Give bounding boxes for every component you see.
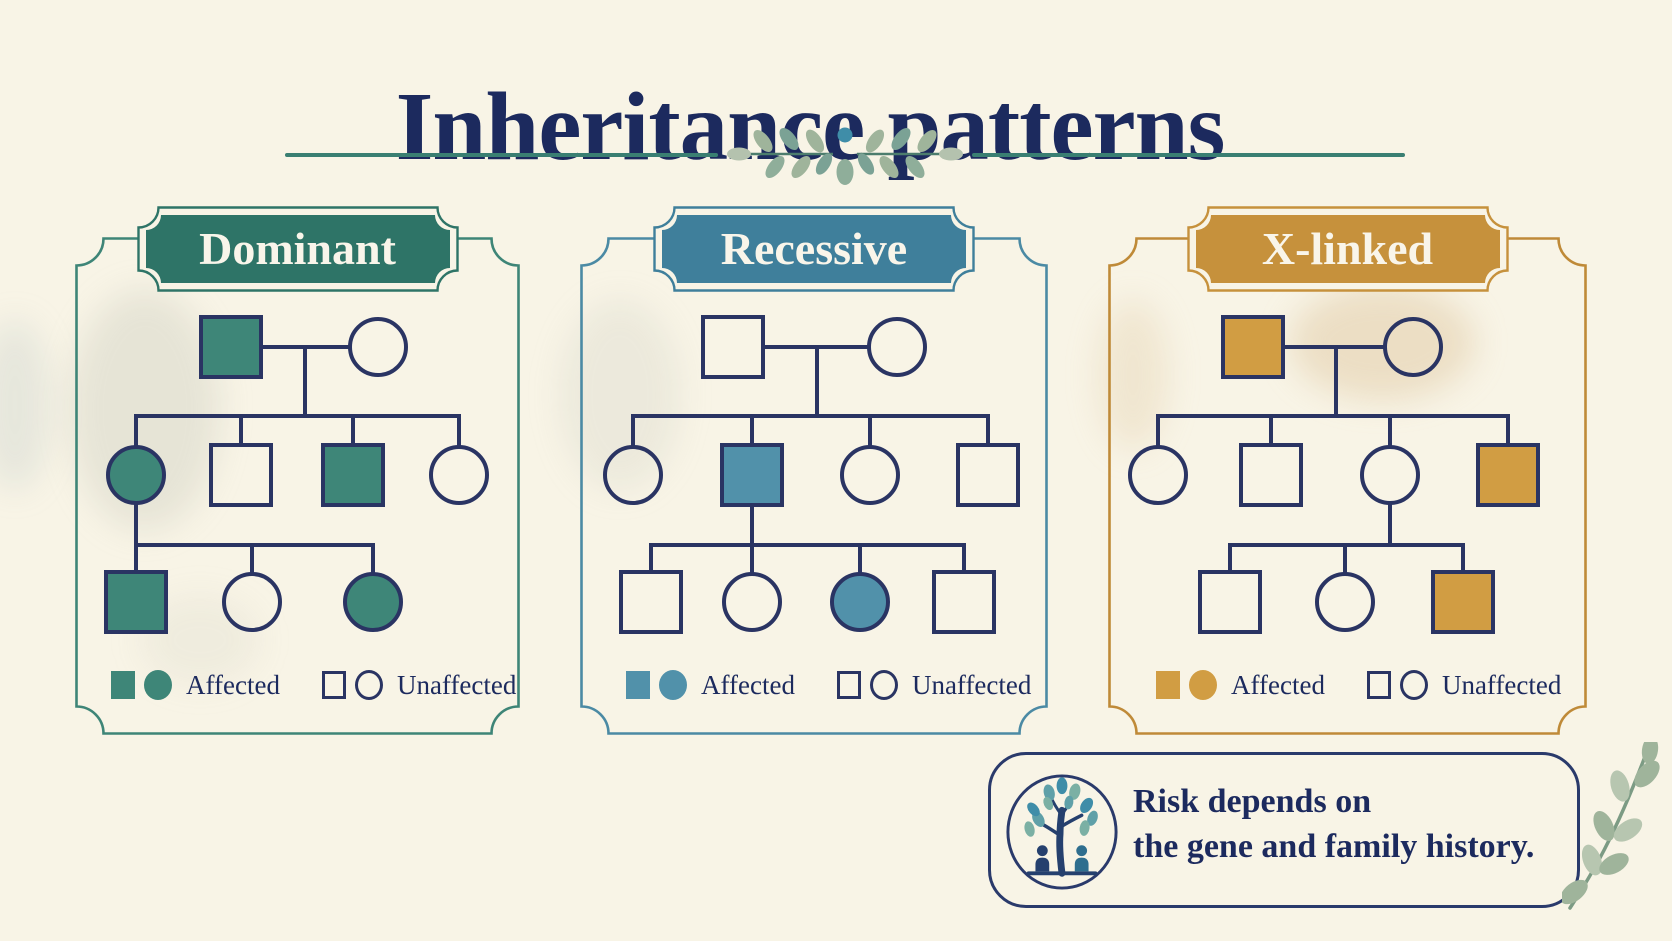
badge-plaque-shape — [653, 206, 975, 292]
panel-badge-recessive: Recessive — [653, 206, 975, 292]
panel-frame — [1108, 237, 1587, 735]
unaffected-label: Unaffected — [1441, 669, 1562, 700]
pedigree-member — [1221, 315, 1285, 379]
pedigree-member — [701, 315, 765, 379]
unaffected-male-swatch — [836, 671, 861, 699]
affected-female-swatch — [659, 670, 687, 700]
pedigree-member — [619, 570, 683, 634]
pedigree-chart — [603, 315, 1020, 634]
affected-label: Affected — [1231, 669, 1325, 700]
badge-plaque-shape — [136, 206, 459, 292]
panel-dominant: Dominant Affected Unaffected — [75, 206, 520, 735]
panel-title: Recessive — [720, 222, 908, 274]
pedigree-member — [1315, 572, 1375, 632]
affected-male-swatch — [626, 671, 650, 699]
pedigree-member — [321, 443, 385, 507]
unaffected-label: Unaffected — [396, 669, 517, 700]
pedigree-member — [1128, 445, 1188, 505]
risk-note-box: Risk depends on the gene and family hist… — [988, 752, 1580, 908]
leaf-branch-icon — [1562, 742, 1660, 910]
risk-note-line2: the gene and family history. — [1133, 828, 1535, 865]
pedigree-member — [722, 572, 782, 632]
pedigree-member — [603, 445, 663, 505]
panel-frame — [580, 237, 1048, 735]
pedigree-member — [1198, 570, 1262, 634]
pedigree-member — [106, 445, 166, 505]
badge-fill — [662, 215, 966, 283]
pedigree-member — [429, 445, 489, 505]
panel-frame-border — [580, 237, 1048, 735]
pedigree-member — [199, 315, 263, 379]
divider-line-right — [972, 153, 1405, 157]
pedigree-member — [343, 572, 403, 632]
panel-title: Dominant — [199, 222, 396, 274]
affected-female-swatch — [1189, 670, 1217, 700]
pedigree-member — [1383, 317, 1443, 377]
affected-female-swatch — [144, 670, 172, 700]
legend: Affected Unaffected — [626, 667, 1031, 703]
page-title: Inheritance patterns — [395, 72, 1226, 180]
unaffected-female-swatch — [1399, 670, 1428, 700]
panel-badge-x-linked: X-linked — [1186, 206, 1509, 292]
pedigree-member — [867, 317, 927, 377]
risk-note-line1: Risk depends on — [1133, 783, 1372, 820]
panel-recessive: Recessive Affected Unaffected — [580, 206, 1048, 735]
pedigree-member — [209, 443, 273, 507]
badge-plaque-shape — [1186, 206, 1509, 292]
panel-frame-border — [1108, 237, 1587, 735]
divider-line-left — [285, 153, 718, 157]
pedigree-chart — [104, 315, 489, 634]
pedigree-chart — [1128, 315, 1540, 634]
unaffected-male-swatch — [1366, 671, 1391, 699]
unaffected-female-swatch — [354, 670, 383, 700]
pedigree-member — [1476, 443, 1540, 507]
pedigree-member — [932, 570, 996, 634]
legend: Affected Unaffected — [1156, 667, 1561, 703]
panel-frame — [75, 237, 520, 735]
risk-note-text: Risk depends on the gene and family hist… — [1133, 779, 1534, 869]
pedigree-member — [840, 445, 900, 505]
legend: Affected Unaffected — [111, 667, 516, 703]
pedigree-member — [1239, 443, 1303, 507]
panel-frame-border — [75, 237, 520, 735]
family-tree-icon — [1006, 774, 1118, 890]
badge-fill — [1195, 215, 1500, 283]
pedigree-member — [1431, 570, 1495, 634]
badge-fill — [145, 215, 450, 283]
pedigree-member — [956, 443, 1020, 507]
affected-male-swatch — [111, 671, 135, 699]
affected-label: Affected — [186, 669, 280, 700]
unaffected-female-swatch — [869, 670, 898, 700]
affected-label: Affected — [701, 669, 795, 700]
pedigree-member — [348, 317, 408, 377]
panel-x-linked: X-linked Affected Unaffected — [1108, 206, 1587, 735]
watercolor-stain — [0, 320, 50, 490]
panel-title: X-linked — [1261, 222, 1434, 274]
pedigree-member — [222, 572, 282, 632]
pedigree-member — [830, 572, 890, 632]
affected-male-swatch — [1156, 671, 1180, 699]
unaffected-male-swatch — [321, 671, 346, 699]
laurel-sprig-icon — [727, 127, 963, 185]
pedigree-member — [1360, 445, 1420, 505]
panel-badge-dominant: Dominant — [136, 206, 459, 292]
pedigree-member — [104, 570, 168, 634]
pedigree-member — [720, 443, 784, 507]
unaffected-label: Unaffected — [911, 669, 1032, 700]
